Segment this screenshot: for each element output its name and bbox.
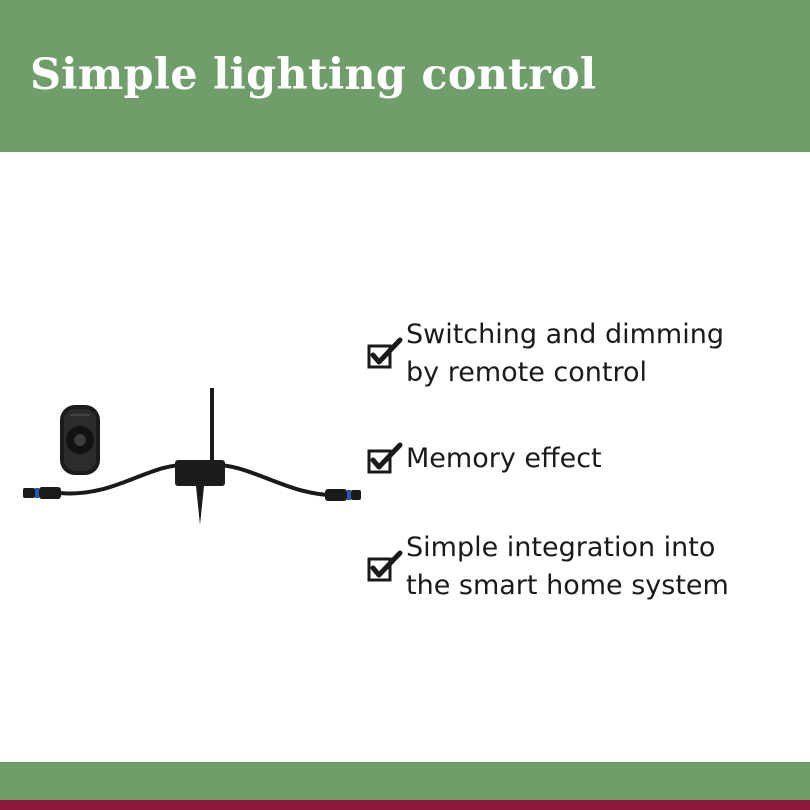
feature-line: the smart home system: [406, 570, 729, 601]
feature-line: Memory effect: [406, 443, 602, 474]
feature-text: Simple integration into the smart home s…: [406, 529, 729, 605]
remote-control-image: [60, 405, 100, 475]
feature-text: Switching and dimming by remote control: [406, 316, 724, 392]
product-image: [23, 388, 361, 525]
feature-line: Switching and dimming: [406, 319, 724, 350]
checkbox-check-icon: [367, 442, 403, 474]
receiver-box-image: [175, 388, 225, 525]
checkbox-check-icon: [367, 337, 403, 369]
header-banner: Simple lighting control: [0, 0, 810, 152]
feature-item: Simple integration into the smart home s…: [366, 529, 729, 605]
checkbox-check-icon: [367, 550, 403, 582]
feature-item: Switching and dimming by remote control: [366, 316, 724, 392]
feature-line: Simple integration into: [406, 532, 716, 563]
footer-accent-strip: [0, 800, 810, 810]
footer-band: [0, 762, 810, 800]
feature-item: Memory effect: [366, 440, 602, 478]
page-title: Simple lighting control: [30, 50, 597, 100]
feature-line: by remote control: [406, 357, 648, 388]
feature-text: Memory effect: [406, 440, 602, 478]
